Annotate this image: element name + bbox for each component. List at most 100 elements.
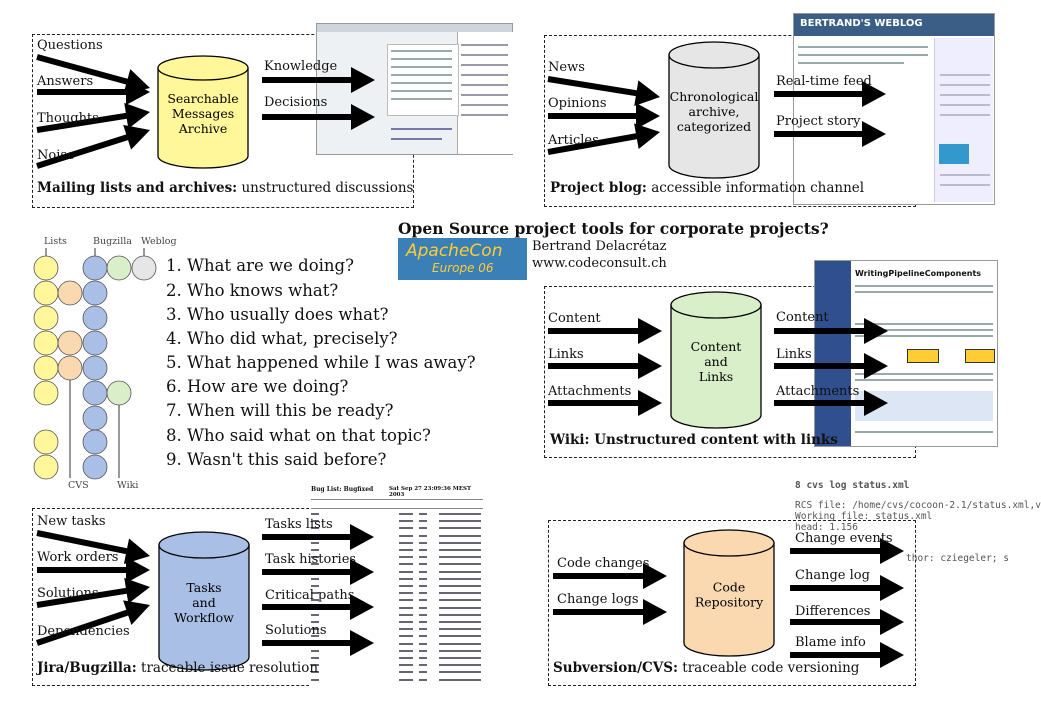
bug-row-mark [399,577,413,580]
bug-row-mark [419,585,427,587]
bug-row-mark [399,649,413,652]
svn-arrow-change-events [790,538,904,564]
wiki-caption: Wiki: Unstructured content with links [550,432,838,448]
mailing-output-knowledge: Knowledge [264,59,338,74]
wiki-output-attachments: Attachments [776,384,860,399]
bug-row-mark [311,520,319,523]
svn-output-change-events: Change events [795,531,893,546]
bug-row-mark [419,599,427,602]
jira-arrow-solutions-out [262,630,374,656]
timeline-dot-bugzilla [82,305,108,331]
bug-row-mark [311,585,319,587]
question-1: 1. What are we doing? [166,256,354,275]
jira-input-dependencies: Dependencies [37,624,130,639]
wiki-arrow-in-content [548,318,662,344]
question-6: 6. How are we doing? [166,377,349,396]
bug-row-mark [419,642,427,645]
bug-row-mark [419,556,427,559]
blog-arrow-feed [774,81,886,107]
logo-line1: ApacheCon [406,241,503,261]
store-label-line: Code [713,580,746,595]
bug-row-mark [399,635,413,638]
store-label-line: Repository [695,595,764,610]
bug-row-mark [311,563,319,566]
wiki-output-links: Links [776,347,812,362]
bug-row-mark [311,556,319,559]
wiki-arrow-out-attachments [774,390,888,416]
bug-row-mark [419,541,427,544]
bug-row-mark [419,671,427,674]
svn-caption: Subversion/CVS: traceable code versionin… [553,660,859,676]
weblog-screenshot: BERTRAND'S WEBLOG [793,13,995,205]
subversion-cvs-panel [548,520,916,686]
jira-arrow-task-lists [262,524,374,550]
svn-arrow-differences [790,609,904,635]
mailing-input-thoughts: Thoughts [37,111,99,126]
mailing-input-answers: Answers [37,74,94,89]
bug-row-mark [439,657,481,659]
bug-list-date: Sat Sep 27 23:09:36 MEST 2003 [389,486,472,498]
bug-row-mark [419,606,427,609]
timeline-dot-bugzilla [82,380,108,406]
svn-arrow-change-log [790,575,904,601]
blog-arrow-opinions [548,103,660,129]
mailing-caption: Mailing lists and archives: unstructured… [37,180,413,196]
bug-row-mark [399,534,413,537]
blog-input-opinions: Opinions [548,96,607,111]
store-label-line: Searchable [167,91,238,106]
mail-client-screenshot [316,23,513,155]
bug-row-mark [311,671,319,674]
mailing-output-decisions: Decisions [264,95,328,110]
bug-row-mark [439,628,481,631]
bug-row-mark [419,664,427,667]
store-label-line: Links [699,369,733,384]
bug-row-mark [439,534,481,537]
legend-lists: Lists [44,236,67,247]
bug-row-mark [439,649,481,652]
timeline-dot-bugzilla [82,405,108,431]
timeline-dot-wiki [106,255,132,281]
bug-row-mark [419,570,427,573]
bug-row-mark [399,592,413,595]
bug-row-mark [419,513,427,515]
mailing-arrow-decisions [262,104,375,130]
timeline-dot-cvs [57,280,83,306]
apachecon-logo: ApacheCon Europe 06 [398,238,527,280]
legend-weblog: Weblog [141,236,177,247]
question-5: 5. What happened while I was away? [166,353,476,372]
legend-wiki: Wiki [117,480,139,491]
question-7: 7. When will this be ready? [166,401,394,420]
jira-output-task-histories: Task histories [265,552,357,567]
bug-row-mark [311,635,319,638]
svn-arrow-code-changes [553,563,667,589]
bug-row-mark [419,613,427,616]
question-9: 9. Wasn't this said before? [166,450,387,469]
bug-row-mark [419,549,427,551]
bug-row-mark [419,635,427,638]
bug-row-mark [399,527,413,530]
jira-input-new-tasks: New tasks [37,514,106,529]
jira-arrow-work-orders [37,557,150,583]
bug-row-mark [439,606,481,609]
timeline-dot-lists [33,380,59,406]
bug-row-mark [419,534,427,537]
bug-row-mark [399,606,413,609]
bug-row-mark [399,642,413,645]
bug-row-mark [311,513,319,515]
bug-row-mark [399,678,413,681]
bug-row-mark [399,563,413,566]
mailing-caption-title: Mailing lists and archives: [37,180,238,196]
timeline-dot-lists [33,305,59,331]
timeline-dot-bugzilla [82,355,108,381]
svn-input-code-changes: Code changes [557,556,650,571]
bug-row-mark [399,664,413,667]
store-label-line: Tasks [186,580,221,595]
jira-caption-title: Jira/Bugzilla: [37,660,137,676]
bug-row-mark [419,577,427,580]
store-label-line: archive, [689,104,740,119]
bug-row-mark [439,570,481,573]
bug-row-mark [419,592,427,595]
bug-row-mark [311,649,319,652]
bug-row-mark [439,621,481,623]
